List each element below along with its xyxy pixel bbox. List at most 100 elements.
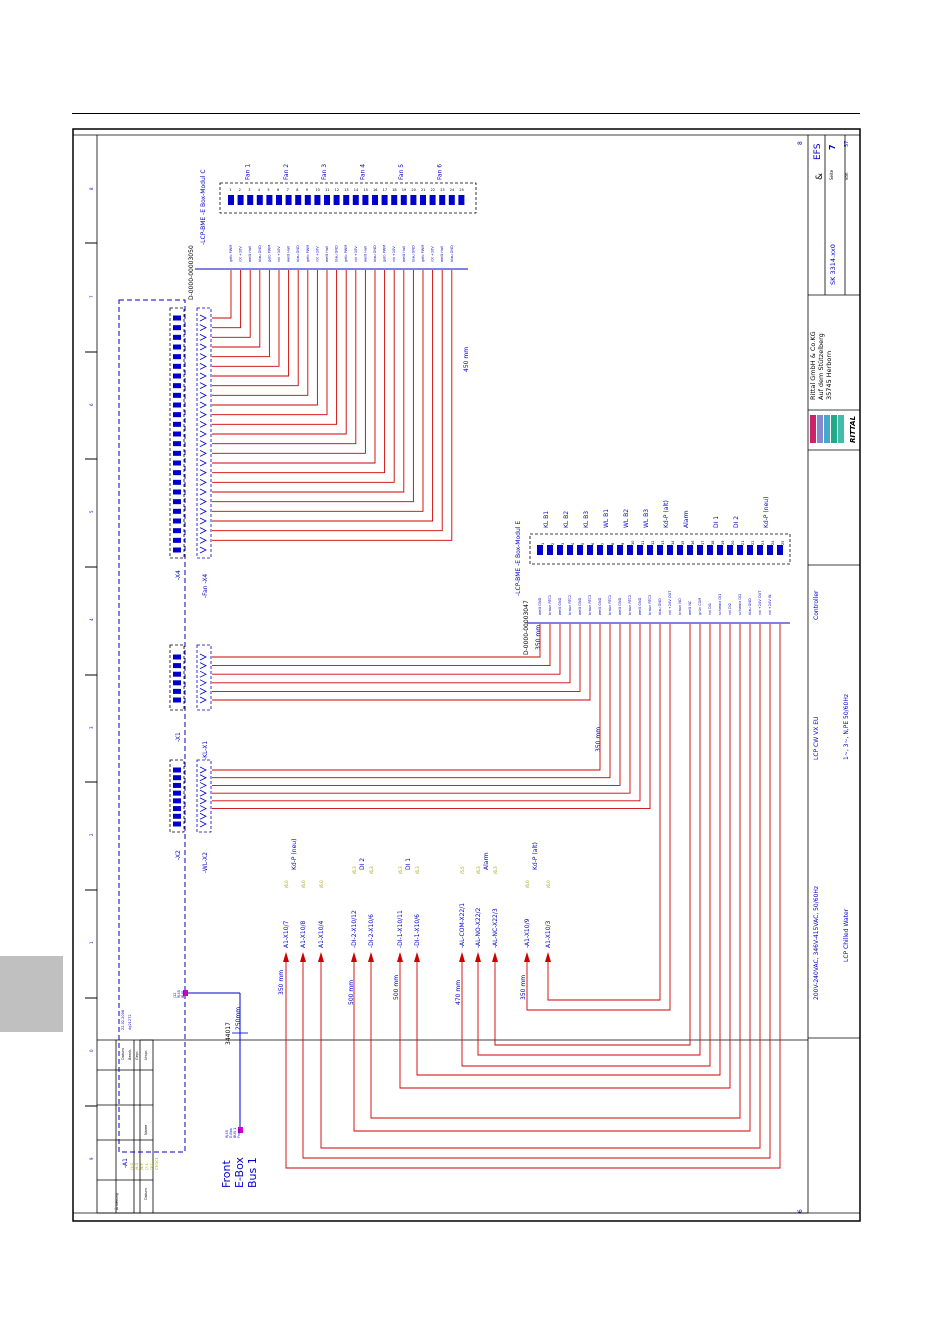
drawing-number: SK 3314.xx0 <box>829 244 837 285</box>
module-c-pin <box>266 195 273 205</box>
module-e-pin-number: 22 <box>751 541 755 545</box>
module-e-wire-label: rot +24V IN <box>768 594 772 615</box>
connector-pin <box>173 688 181 694</box>
module-e-pin-number: 16 <box>691 541 695 545</box>
plug-pin <box>199 782 207 789</box>
module-e-pin <box>727 545 733 555</box>
date-label-2: Datum <box>144 1188 148 1200</box>
grid-number: 1 <box>89 941 94 944</box>
module-c-pin-number: 22 <box>431 188 435 192</box>
cable-length-label: 500 mm <box>393 975 400 1000</box>
module-e-signal-label: DI 2 <box>733 516 740 528</box>
bearb-label: Bearb. <box>128 1049 132 1060</box>
ebox-label: E-Box <box>233 1157 246 1188</box>
wl-wire <box>212 624 621 786</box>
x1-label: -X1 <box>175 732 182 742</box>
module-e-signal-label: WL B1 <box>603 509 610 528</box>
kl-x1-label: -KL-X1 <box>202 741 209 760</box>
kl-wire <box>212 624 591 701</box>
plug-pin <box>199 314 207 322</box>
module-c-pin <box>381 195 388 205</box>
module-c-pin-number: 20 <box>411 188 415 192</box>
module-e-wire-label: rot DI1 <box>708 603 712 615</box>
voltage-line: 200V-240VAC, 346V-415VAC, 50/60Hz <box>813 886 820 1000</box>
fan-wire <box>212 270 338 425</box>
plug-pin <box>199 820 207 828</box>
page-prev: 6 <box>797 1209 804 1213</box>
module-c-pin <box>256 195 263 205</box>
module-e-pin-number: 3 <box>561 543 565 545</box>
kl-wire <box>212 624 541 658</box>
connector-pin <box>173 315 181 321</box>
module-e-wire-label: weiß GND <box>578 597 582 615</box>
red-wires <box>212 270 781 1169</box>
module-c-pin <box>352 195 359 205</box>
module-e-signal-label: Kd-P (neu) <box>763 497 770 528</box>
module-c-pin <box>304 195 311 205</box>
terminal-ref: /6.3 <box>398 866 403 874</box>
connector-pin <box>173 470 181 476</box>
connector-pin <box>173 489 181 495</box>
module-e-pin <box>677 545 683 555</box>
terminal-label: A1-X10/4 <box>318 920 325 948</box>
designation: EFS <box>813 143 823 160</box>
terminal-wire <box>302 624 771 1159</box>
connector-pin <box>173 767 181 773</box>
plug-pin <box>199 517 207 525</box>
module-c-pin-number: 17 <box>383 188 387 192</box>
a1-pin-label: J7:2 <box>150 1163 154 1171</box>
connector-pin <box>173 402 181 408</box>
plug-pin <box>199 789 207 797</box>
company-name: Rittal GmbH & Co.KG <box>809 331 817 400</box>
wl-wire <box>212 624 631 794</box>
terminal-label: A1-X10/7 <box>283 920 290 948</box>
module-c-wire-label: blau GND <box>258 245 262 262</box>
module-c-pin <box>420 195 426 205</box>
terminal-label: -DI-2-X10/6 <box>368 914 375 948</box>
module-c-wire-label: blau GND <box>450 245 454 262</box>
wl-wire <box>212 624 641 802</box>
module-c-pin-number: 25 <box>459 188 463 192</box>
module-c-pin <box>372 195 378 205</box>
module-e-pin-number: 11 <box>641 541 645 545</box>
module-c-pin-number: 7 <box>287 188 289 192</box>
module-e-wire-label: braun RTC3 <box>648 595 652 615</box>
terminal-label: -DI-2-X10/12 <box>351 910 358 948</box>
module-e-pin-number: 4 <box>571 542 575 545</box>
module-e-pin <box>777 545 783 555</box>
terminal-wire <box>416 624 721 1076</box>
x2-label: -X2 <box>175 850 182 860</box>
module-c-pin-number: 24 <box>450 188 455 192</box>
module-c-pin-number: 2 <box>239 188 241 192</box>
module-c-wire-label: weiß Hall <box>325 246 329 262</box>
a1-pin-label: CT:DC1 <box>155 1157 159 1170</box>
module-e-wire-label: rot +24V OUT <box>668 590 672 615</box>
fan-wire <box>212 270 453 541</box>
terminal-ref: /6.0 <box>319 880 324 888</box>
wl-x2-box <box>196 759 212 833</box>
module-c-pin-number: 4 <box>258 188 261 192</box>
terminal-arrow <box>475 952 481 962</box>
terminal-label: -AL-NO-X22/2 <box>475 907 482 948</box>
module-c-pin <box>285 195 292 205</box>
module-c-pin-number: 15 <box>363 188 367 192</box>
module-e-signal-label: KL B1 <box>543 511 550 528</box>
plug-pin <box>199 420 207 428</box>
module-e-pin-number: 15 <box>681 541 685 545</box>
grid-number: 9 <box>89 1157 94 1160</box>
terminal-wire <box>285 624 781 1169</box>
terminal-ref: /6.0 <box>301 880 306 888</box>
module-e-pin <box>557 545 563 555</box>
fan-label: Fan 3 <box>321 164 328 180</box>
terminal-group: DI 1 <box>405 858 412 870</box>
module-c-wire-label: rot +10V <box>392 246 396 262</box>
module-c-pin <box>458 195 465 205</box>
terminal-label: A1-X10/8 <box>300 920 307 948</box>
chapter-tab <box>0 956 63 1032</box>
connector-pin <box>173 671 181 677</box>
module-e-pin-number: 6 <box>591 543 595 545</box>
grid-number: 4 <box>89 618 94 621</box>
